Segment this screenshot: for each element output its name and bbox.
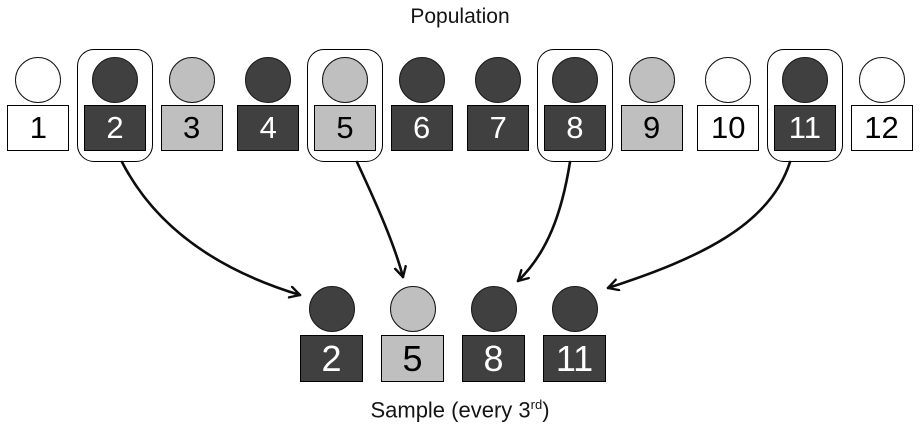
person-number: 3 [183, 110, 201, 145]
person-number: 9 [642, 110, 661, 145]
person-number-box: 6 [390, 105, 453, 151]
population-person: 10 [690, 57, 767, 151]
person-number-box: 8 [462, 335, 525, 382]
population-person: 9 [613, 57, 690, 151]
person-number: 2 [106, 110, 124, 145]
person-number-box: 2 [83, 105, 146, 151]
person-number: 12 [864, 110, 899, 145]
person-head-icon [705, 57, 752, 103]
sample-title: Sample (every 3rd) [0, 397, 920, 423]
person-number-box: 10 [697, 105, 760, 151]
person-number: 11 [788, 110, 821, 145]
person-head-icon [551, 286, 598, 332]
sample-title-superscript: rd [530, 397, 543, 412]
person-number-box: 9 [620, 105, 683, 151]
person-head-icon [91, 57, 138, 103]
person-head-icon [245, 57, 292, 103]
person-number-box: 5 [381, 335, 444, 382]
population-person: 3 [153, 57, 230, 151]
population-person: 12 [843, 57, 920, 151]
sample-person: 5 [381, 286, 444, 382]
person-number: 5 [336, 110, 354, 145]
person-head-icon [168, 57, 215, 103]
person-number: 4 [259, 110, 277, 145]
population-person: 1 [0, 57, 77, 151]
person-number: 7 [489, 110, 507, 145]
population-person: 8 [536, 49, 614, 162]
arrow-person-8-to-sample [516, 160, 572, 283]
person-number: 1 [29, 110, 47, 145]
person-number: 6 [412, 110, 431, 145]
population-person: 2 [76, 49, 154, 162]
arrow-person-5-to-sample [355, 160, 403, 279]
selection-outline [536, 49, 613, 162]
arrow-person-2-to-sample [120, 160, 302, 295]
person-number-box: 2 [300, 335, 363, 382]
sample-title-text: Sample (every 3 [370, 397, 531, 423]
person-head-icon [551, 57, 598, 103]
person-head-icon [781, 57, 828, 103]
population-person: 4 [230, 57, 307, 151]
person-number-box: 4 [237, 105, 300, 151]
person-head-icon [475, 57, 522, 103]
person-head-icon [308, 286, 355, 332]
person-number: 8 [483, 337, 504, 379]
population-person: 5 [306, 49, 384, 162]
sample-title-suffix: ) [542, 397, 550, 423]
person-head-icon [858, 57, 905, 103]
person-head-icon [15, 57, 62, 103]
person-number: 8 [566, 110, 584, 145]
population-row: 1 2 3 4 5 6 7 [0, 49, 920, 162]
person-number-box: 11 [773, 105, 836, 151]
person-number-box: 8 [543, 105, 606, 151]
selection-outline [306, 49, 383, 162]
sample-person: 8 [462, 286, 525, 382]
population-person: 11 [766, 49, 844, 162]
person-number: 5 [402, 337, 423, 379]
selection-outline [766, 49, 843, 162]
population-person: 6 [383, 57, 460, 151]
person-number: 11 [555, 337, 594, 379]
person-number-box: 12 [850, 105, 913, 151]
selection-outline [76, 49, 153, 162]
population-title: Population [410, 5, 510, 28]
sample-person: 11 [543, 286, 606, 382]
arrow-person-11-to-sample [606, 160, 792, 288]
sample-row: 2 5 8 11 [300, 286, 606, 382]
person-number-box: 3 [160, 105, 223, 151]
population-person: 7 [460, 57, 537, 151]
person-number-box: 5 [313, 105, 376, 151]
person-head-icon [470, 286, 517, 332]
sample-person: 2 [300, 286, 363, 382]
person-head-icon [389, 286, 436, 332]
person-head-icon [628, 57, 675, 103]
person-head-icon [321, 57, 368, 103]
person-number-box: 1 [7, 105, 70, 151]
person-number-box: 11 [543, 335, 606, 382]
person-number: 2 [321, 337, 342, 379]
person-head-icon [398, 57, 445, 103]
person-number-box: 7 [467, 105, 530, 151]
person-number: 10 [710, 110, 746, 145]
